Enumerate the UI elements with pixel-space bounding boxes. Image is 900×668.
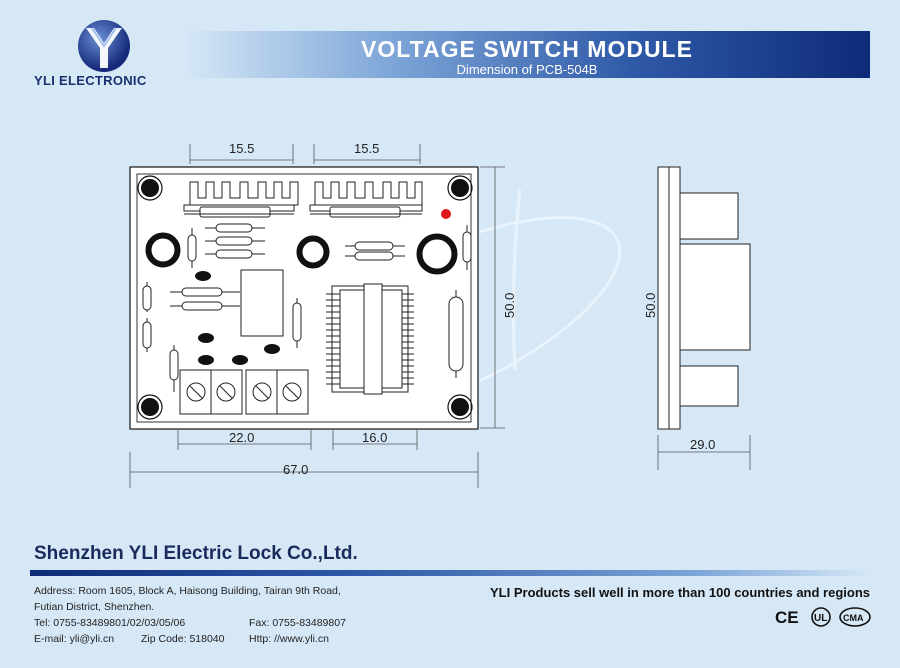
title-banner: VOLTAGE SWITCH MODULE Dimension of PCB-5… [184,31,870,78]
dim-side-depth: 29.0 [690,437,715,452]
website-link[interactable]: Http: //www.yli.cn [249,633,329,645]
heatsink-right [309,181,423,218]
heatsink-left [183,181,299,218]
address-line-1: Address: Room 1605, Block A, Haisong Bui… [34,585,341,597]
ic-chip [326,283,414,395]
terminal-block-left [179,369,243,415]
dim-width-total: 67.0 [283,462,308,477]
yli-logo-icon [78,20,130,72]
svg-text:CE: CE [775,608,799,627]
brand-name: YLI ELECTRONIC [34,73,147,88]
terminal-block-right [245,369,309,415]
svg-text:CMA: CMA [843,613,864,623]
cma-icon: CMA [839,607,871,627]
company-name: Shenzhen YLI Electric Lock Co.,Ltd. [34,543,358,564]
dim-bottom-left: 22.0 [229,430,254,445]
ul-icon: UL [811,607,831,627]
page-title: VOLTAGE SWITCH MODULE [361,36,693,62]
transistors [195,271,280,365]
zip-code: Zip Code: 518040 [141,633,225,645]
dim-height-front: 50.0 [502,293,517,318]
svg-text:UL: UL [814,613,827,624]
email[interactable]: E-mail: yli@yli.cn [34,633,115,645]
relay [240,269,284,337]
led-indicator [441,209,451,219]
slogan: YLI Products sell well in more than 100 … [490,585,870,600]
dim-top-right: 15.5 [354,141,379,156]
dim-top-left: 15.5 [229,141,254,156]
pcb-side-view [657,166,751,430]
resistors [142,223,472,392]
telephone: Tel: 0755-83489801/02/03/05/06 [34,617,186,629]
fax: Fax: 0755-83489807 [249,617,346,629]
ce-icon: CE [775,608,799,627]
capacitors [145,232,458,275]
dim-bottom-right: 16.0 [362,430,387,445]
certification-marks: CE UL CMA [775,607,871,627]
pcb-board-front [129,166,479,430]
address-line-2: Futian District, Shenzhen. [34,601,155,613]
dim-height-side: 50.0 [643,293,658,318]
footer-divider [30,570,870,576]
page-subtitle: Dimension of PCB-504B [456,62,598,77]
